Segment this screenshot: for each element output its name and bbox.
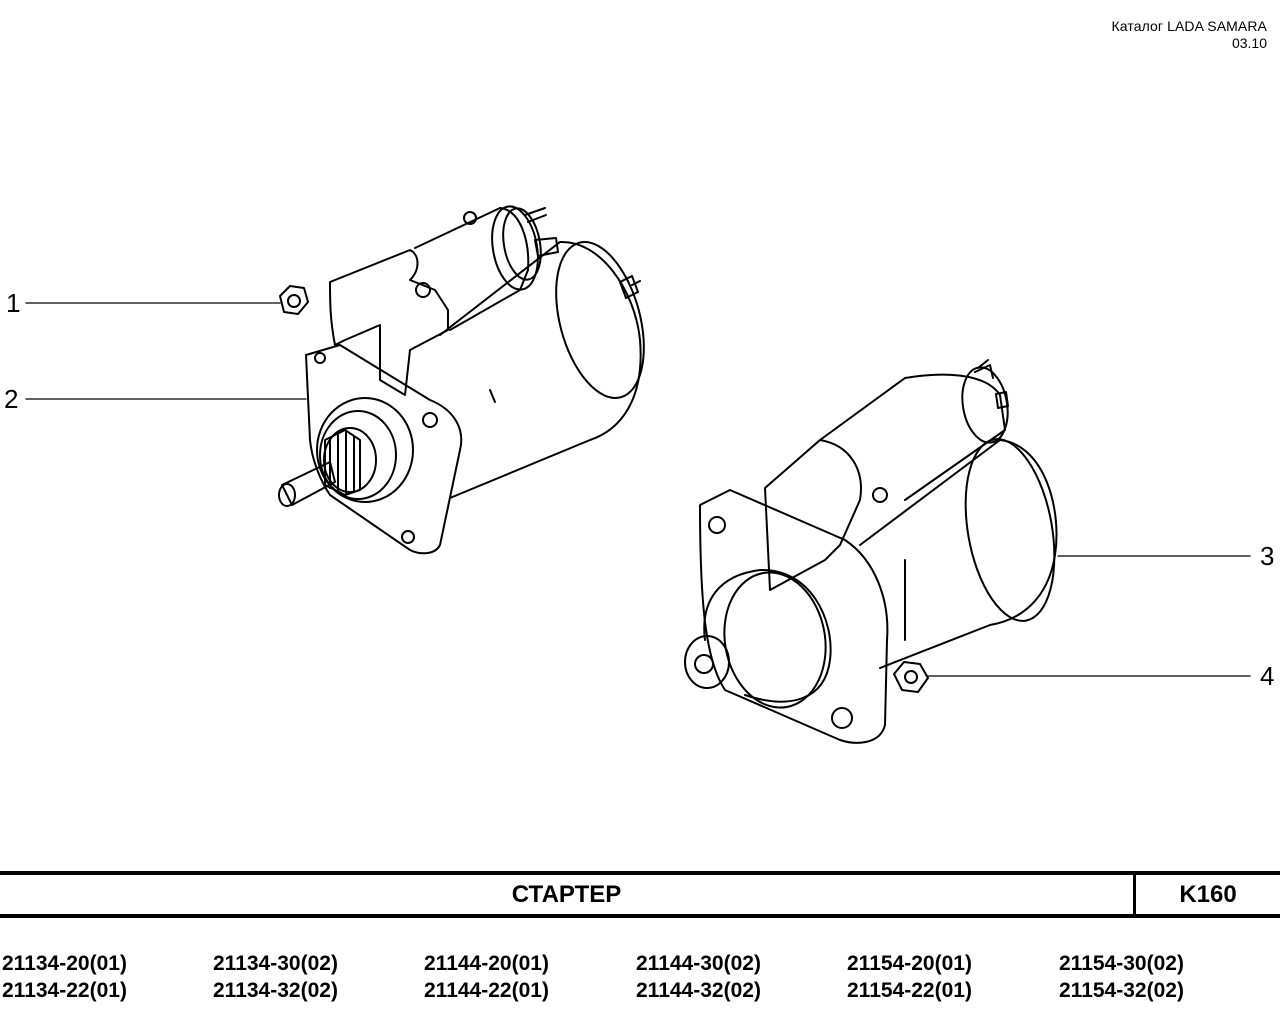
callout-4: 4 <box>1260 661 1275 691</box>
starter-left-drawing <box>278 205 645 555</box>
callout-2: 2 <box>4 384 19 414</box>
model-code: 21134-20(01) <box>2 952 127 975</box>
model-code: 21154-30(02) <box>1059 952 1184 975</box>
title-divider <box>1133 875 1136 914</box>
section-code: K160 <box>1179 880 1237 908</box>
nut-1-drawing <box>279 285 309 315</box>
model-row: 21134-20(01) 21134-30(02) 21144-20(01) 2… <box>0 950 1280 977</box>
callout-1: 1 <box>6 288 21 318</box>
model-code: 21154-32(02) <box>1059 979 1184 1002</box>
model-code: 21144-30(02) <box>636 952 761 975</box>
nut-4-drawing <box>893 661 929 693</box>
model-list: 21134-20(01) 21134-30(02) 21144-20(01) 2… <box>0 950 1280 1004</box>
model-code: 21134-22(01) <box>2 979 127 1002</box>
model-code: 21144-20(01) <box>424 952 549 975</box>
model-code: 21154-20(01) <box>847 952 972 975</box>
catalog-header: Каталог LADA SAMARA 03.10 <box>1112 18 1268 52</box>
model-code: 21144-32(02) <box>636 979 761 1002</box>
section-title-bar: СТАРТЕР K160 <box>0 871 1280 918</box>
model-code: 21134-30(02) <box>213 952 338 975</box>
model-code: 21134-32(02) <box>213 979 338 1002</box>
starter-right-drawing <box>684 359 1058 744</box>
catalog-date: 03.10 <box>1231 35 1267 51</box>
leader-lines <box>25 302 1251 677</box>
callout-3: 3 <box>1260 541 1275 571</box>
model-row: 21134-22(01) 21134-32(02) 21144-22(01) 2… <box>0 977 1280 1004</box>
section-title: СТАРТЕР <box>511 880 622 908</box>
catalog-name: Каталог LADA SAMARA <box>1111 18 1267 34</box>
model-code: 21144-22(01) <box>424 979 549 1002</box>
model-code: 21154-22(01) <box>847 979 972 1002</box>
starter-exploded-drawing <box>25 205 1251 744</box>
